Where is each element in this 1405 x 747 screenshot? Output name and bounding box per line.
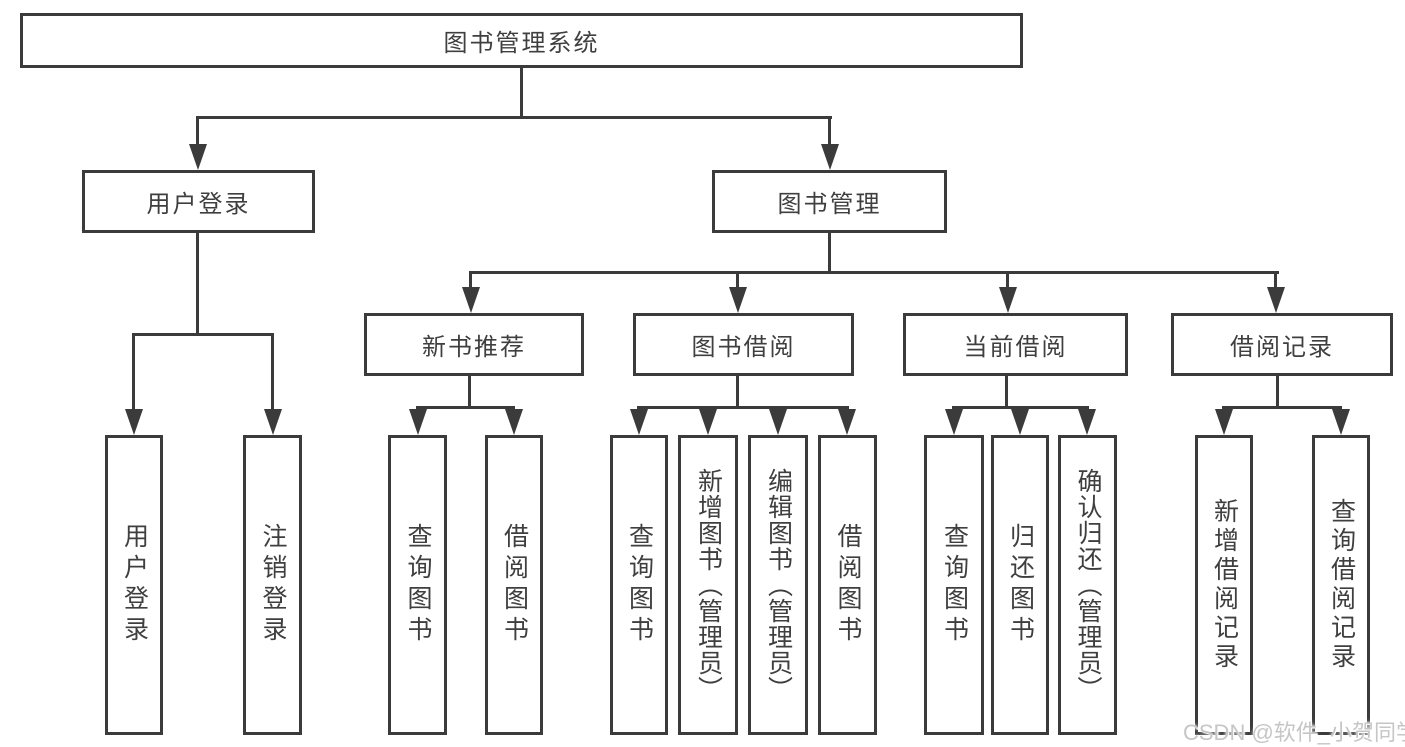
connector-line xyxy=(132,333,274,336)
leaf-label: 新增借阅记录 xyxy=(1210,498,1239,672)
leaf-label: 编辑图书（管理员） xyxy=(764,468,793,702)
node-label: 图书管理 xyxy=(777,191,882,218)
csdn-watermark: CSDN @软件_小贺同学 xyxy=(1183,720,1405,745)
leaf-query-books-2: 查询图书 xyxy=(610,435,668,735)
node-label: 新书推荐 xyxy=(422,334,526,361)
node-library-management-system: 图书管理系统 xyxy=(20,13,1023,68)
arrow-head xyxy=(462,287,480,313)
leaf-query-books-3: 查询图书 xyxy=(924,435,984,735)
arrow-head xyxy=(1267,287,1285,313)
arrow-head xyxy=(189,144,207,170)
arrow-head xyxy=(1011,409,1029,435)
node-book-management: 图书管理 xyxy=(712,170,947,233)
arrow-head xyxy=(769,409,787,435)
arrow-head xyxy=(1215,409,1233,435)
node-label: 图书管理系统 xyxy=(443,30,600,57)
leaf-add-borrow-record: 新增借阅记录 xyxy=(1195,435,1253,735)
connector-line xyxy=(469,271,1279,274)
node-user-login: 用户登录 xyxy=(82,170,315,233)
leaf-label: 借阅图书 xyxy=(834,523,862,647)
node-label: 借阅记录 xyxy=(1230,334,1334,361)
leaf-add-books-admin: 新增图书（管理员） xyxy=(678,435,738,735)
leaf-user-login: 用户登录 xyxy=(105,435,163,735)
node-new-book-recommend: 新书推荐 xyxy=(364,313,584,376)
leaf-label: 新增图书（管理员） xyxy=(694,468,723,702)
leaf-borrow-books-1: 借阅图书 xyxy=(485,435,543,735)
connector-line xyxy=(468,376,471,409)
arrow-head xyxy=(264,409,282,435)
arrow-head xyxy=(699,409,717,435)
leaf-label: 确认归还（管理员） xyxy=(1074,468,1102,702)
connector-line xyxy=(1222,406,1342,409)
connector-line xyxy=(952,406,1089,409)
connector-line xyxy=(196,116,199,148)
connector-line xyxy=(469,271,472,290)
arrow-head xyxy=(821,144,839,170)
node-current-borrowing: 当前借阅 xyxy=(903,313,1128,376)
node-label: 用户登录 xyxy=(146,191,251,218)
arrow-head xyxy=(1078,409,1096,435)
leaf-query-books-1: 查询图书 xyxy=(388,435,447,735)
leaf-label: 借阅图书 xyxy=(500,523,529,647)
connector-line xyxy=(637,406,849,409)
leaf-label: 查询图书 xyxy=(404,523,432,647)
leaf-label: 用户登录 xyxy=(120,523,149,647)
connector-line xyxy=(1005,376,1008,409)
connector-line xyxy=(1006,271,1009,290)
leaf-label: 查询借阅记录 xyxy=(1327,498,1356,672)
leaf-borrow-books-2: 借阅图书 xyxy=(818,435,877,735)
connector-line xyxy=(271,333,274,411)
connector-line xyxy=(736,271,739,290)
node-label: 图书借阅 xyxy=(691,334,796,361)
arrow-head xyxy=(125,409,143,435)
leaf-label: 归还图书 xyxy=(1006,523,1035,647)
connector-line xyxy=(828,116,831,148)
leaf-label: 查询图书 xyxy=(625,523,654,647)
connector-line xyxy=(1274,271,1277,290)
leaf-label: 注销登录 xyxy=(259,523,287,647)
connector-line xyxy=(736,376,739,409)
arrow-head xyxy=(945,409,963,435)
connector-line xyxy=(520,68,523,119)
connector-line xyxy=(196,116,832,119)
leaf-logout: 注销登录 xyxy=(243,435,302,735)
arrow-head xyxy=(630,409,648,435)
leaf-query-borrow-record: 查询借阅记录 xyxy=(1312,435,1370,735)
connector-line xyxy=(416,406,515,409)
arrow-head xyxy=(729,287,747,313)
arrow-head xyxy=(505,409,523,435)
arrow-head xyxy=(1332,409,1350,435)
connector-line xyxy=(828,233,831,274)
leaf-confirm-return-admin: 确认归还（管理员） xyxy=(1058,435,1117,735)
leaf-label: 查询图书 xyxy=(940,523,969,647)
connector-line xyxy=(196,233,199,336)
connector-line xyxy=(132,333,135,411)
arrow-head xyxy=(409,409,427,435)
arrow-head xyxy=(999,287,1017,313)
leaf-edit-books-admin: 编辑图书（管理员） xyxy=(748,435,808,735)
node-book-borrowing: 图书借阅 xyxy=(633,313,854,376)
arrow-head xyxy=(838,409,856,435)
node-label: 当前借阅 xyxy=(963,334,1068,361)
connector-line xyxy=(1276,376,1279,409)
node-borrowing-records: 借阅记录 xyxy=(1171,313,1393,376)
leaf-return-books: 归还图书 xyxy=(991,435,1049,735)
